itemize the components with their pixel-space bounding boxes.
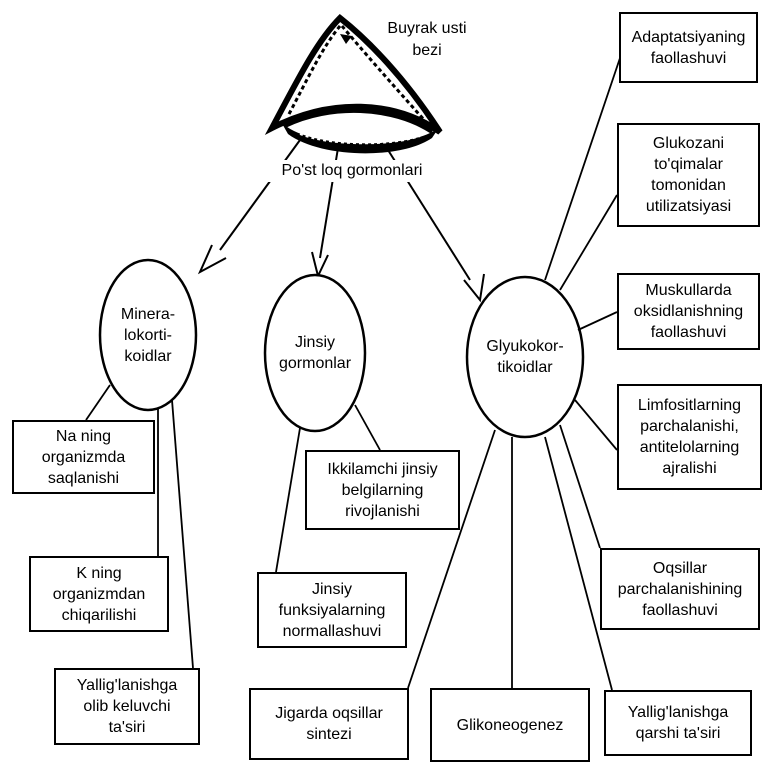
effect-box: Oqsillar parchalanishining faollashuvi	[600, 548, 760, 630]
glucocorticoids-label: Glyukokor- tikoidlar	[486, 338, 564, 376]
cortex-hormones-label: Po'st loq gormonlari	[252, 160, 452, 182]
effect-box: Ikkilamchi jinsiy belgilarning rivojlani…	[305, 450, 460, 530]
effect-box: Na ning organizmda saqlanishi	[12, 420, 155, 494]
effect-box: Yallig'lanishga olib keluvchi ta'siri	[54, 668, 200, 745]
sex-hormones-label: Jinsiy gormonlar	[278, 334, 352, 372]
effect-box: K ning organizmdan chiqarilishi	[29, 556, 169, 632]
glucocorticoids-oval	[465, 275, 585, 439]
effect-box: Adaptatsiyaning faollashuvi	[619, 12, 758, 83]
effect-box: Yallig'lanishga qarshi ta'siri	[604, 690, 752, 756]
effect-box: Glikoneogenez	[430, 688, 590, 762]
effect-box: Jigarda oqsillar sintezi	[249, 688, 409, 760]
effect-box: Muskullarda oksidlanishning faollashuvi	[617, 273, 760, 350]
effect-box: Jinsiy funksiyalarning normallashuvi	[257, 572, 407, 648]
gland-label: Buyrak usti bezi	[387, 20, 467, 59]
mineralocorticoids-label: Minera- lokorti- koidlar	[120, 305, 176, 365]
sex-hormones-oval	[263, 273, 367, 433]
effect-box: Limfositlarning parchalanishi, antitelol…	[617, 384, 762, 490]
effect-box: Glukozani to'qimalar tomonidan utilizats…	[617, 123, 760, 227]
connector-lines	[85, 57, 621, 691]
mineralocorticoids-oval	[98, 258, 198, 412]
adrenal-gland-icon	[264, 13, 443, 154]
